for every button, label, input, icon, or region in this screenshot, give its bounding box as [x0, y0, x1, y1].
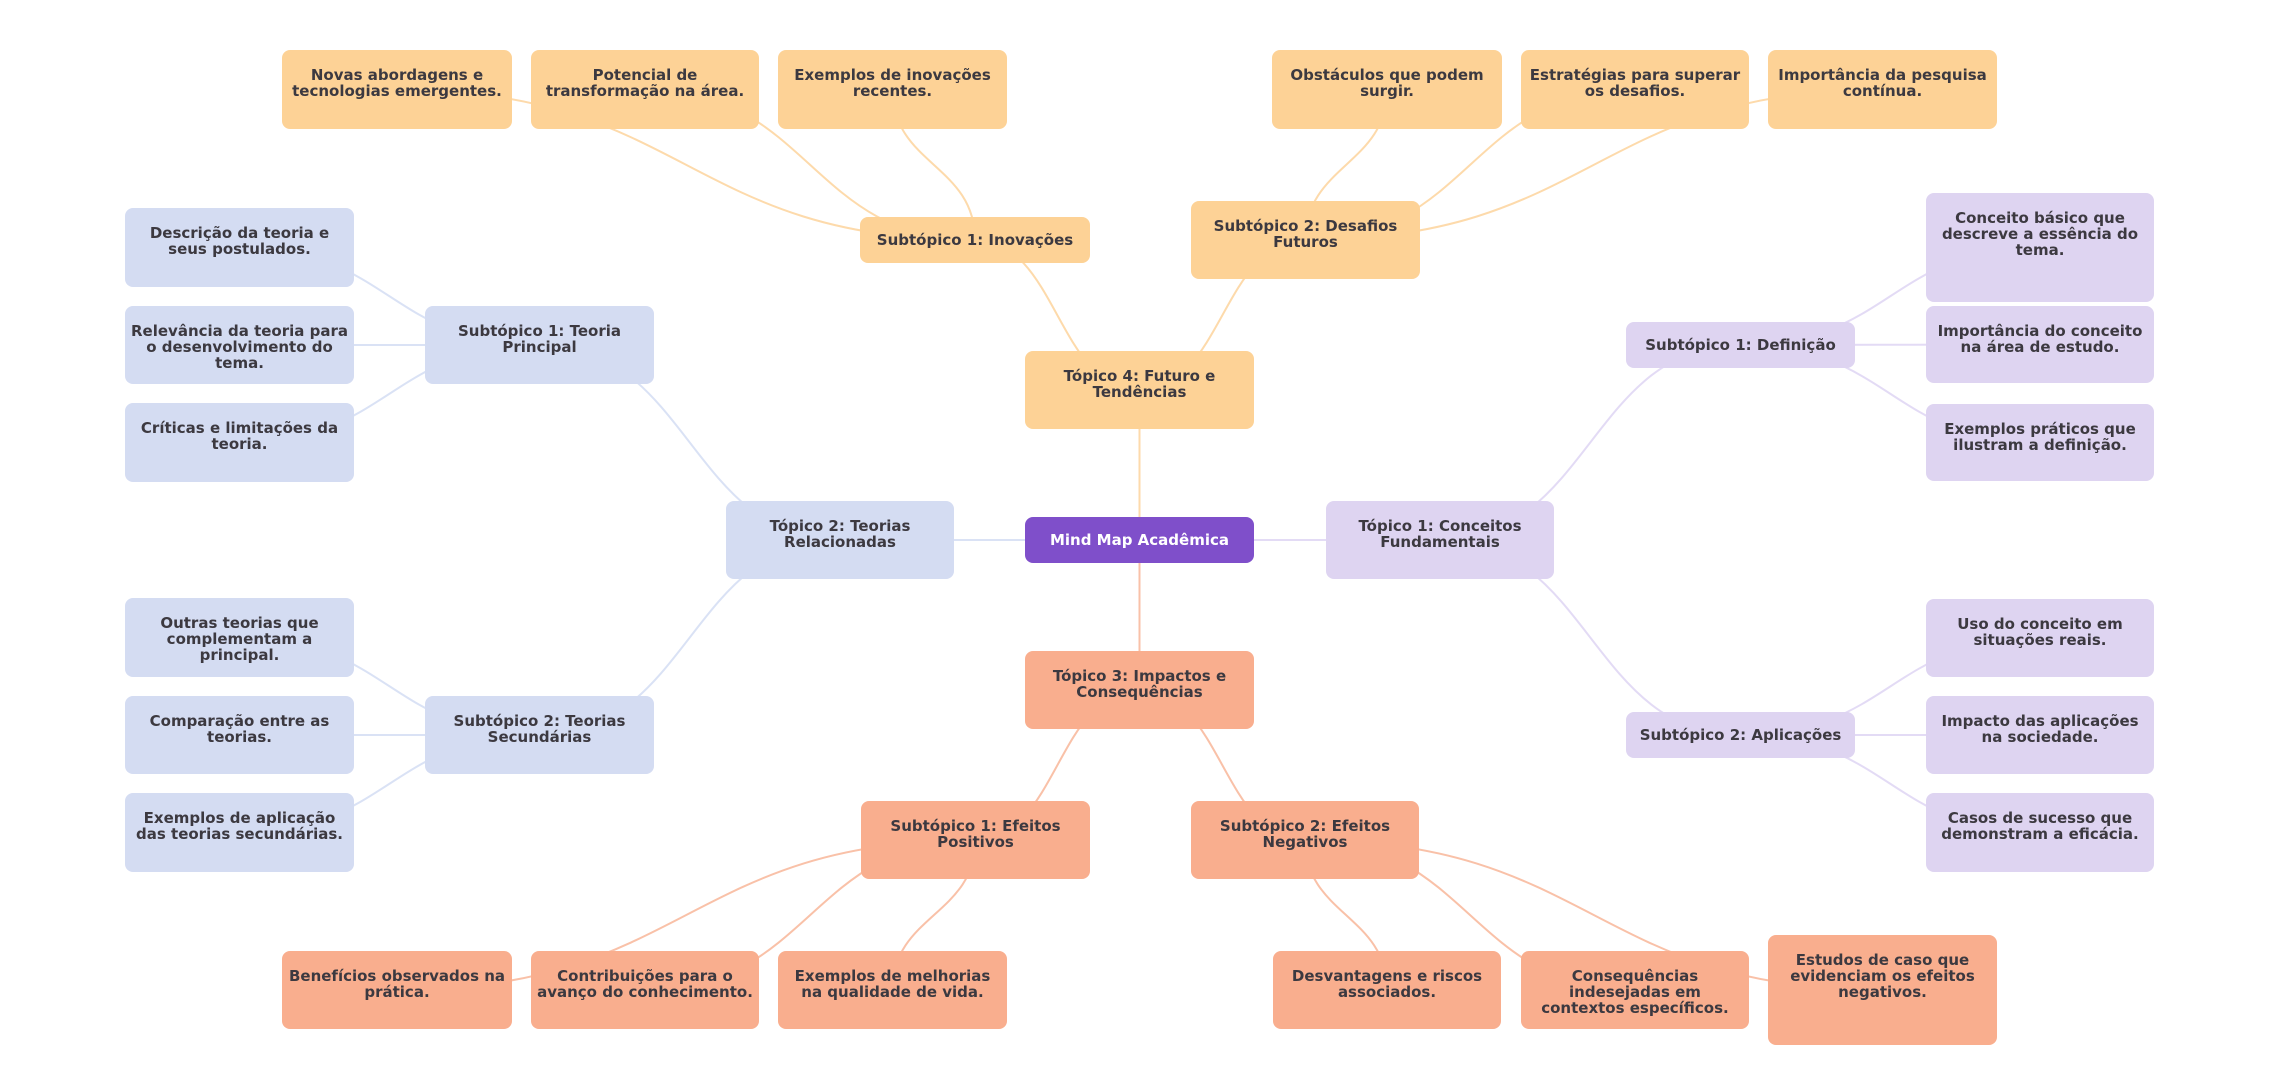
- node-label: Subtópico 2: Aplicações: [1639, 726, 1842, 744]
- node-label: Benefícios observados na prática.: [288, 967, 506, 1001]
- leaf-node[interactable]: Consequências indesejadas em contextos e…: [1521, 951, 1749, 1029]
- subtopic-desafios-futuros[interactable]: Subtópico 2: Desafios Futuros: [1191, 201, 1420, 279]
- node-label: Potencial de transformação na área.: [545, 66, 745, 100]
- leaf-node[interactable]: Uso do conceito em situações reais.: [1926, 599, 2154, 677]
- node-label: Comparação entre as teorias.: [149, 712, 330, 746]
- leaf-node[interactable]: Obstáculos que podem surgir.: [1272, 50, 1502, 129]
- node-label: Subtópico 1: Teoria Principal: [457, 322, 622, 356]
- node-label: Tópico 4: Futuro e Tendências: [1063, 367, 1216, 401]
- leaf-node[interactable]: Benefícios observados na prática.: [282, 951, 512, 1029]
- node-label: Desvantagens e riscos associados.: [1291, 967, 1483, 1001]
- subtopic-efeitos-positivos[interactable]: Subtópico 1: Efeitos Positivos: [861, 801, 1090, 879]
- node-label: Consequências indesejadas em contextos e…: [1541, 967, 1729, 1017]
- subtopic-inovacoes[interactable]: Subtópico 1: Inovações: [860, 217, 1090, 263]
- leaf-node[interactable]: Contribuições para o avanço do conhecime…: [531, 951, 759, 1029]
- node-label: Subtópico 2: Efeitos Negativos: [1219, 817, 1391, 851]
- leaf-node[interactable]: Casos de sucesso que demonstram a eficác…: [1926, 793, 2154, 872]
- node-label: Subtópico 1: Definição: [1645, 336, 1836, 354]
- node-label: Impacto das aplicações na sociedade.: [1941, 712, 2139, 746]
- node-label: Uso do conceito em situações reais.: [1957, 615, 2123, 649]
- leaf-node[interactable]: Comparação entre as teorias.: [125, 696, 354, 774]
- node-label: Estudos de caso que evidenciam os efeito…: [1790, 951, 1975, 1001]
- leaf-node[interactable]: Estudos de caso que evidenciam os efeito…: [1768, 935, 1997, 1045]
- leaf-node[interactable]: Descrição da teoria e seus postulados.: [125, 208, 354, 287]
- topic-futuro-tendencias[interactable]: Tópico 4: Futuro e Tendências: [1025, 351, 1254, 429]
- subtopic-aplicacoes[interactable]: Subtópico 2: Aplicações: [1626, 712, 1855, 758]
- node-label: Importância do conceito na área de estud…: [1937, 322, 2143, 356]
- node-label: Tópico 2: Teorias Relacionadas: [769, 517, 911, 551]
- node-label: Subtópico 1: Inovações: [876, 231, 1074, 249]
- leaf-node[interactable]: Exemplos práticos que ilustram a definiç…: [1926, 404, 2154, 481]
- leaf-node[interactable]: Exemplos de inovações recentes.: [778, 50, 1007, 129]
- root-node[interactable]: Mind Map Acadêmica: [1025, 517, 1254, 563]
- node-label: Exemplos de melhorias na qualidade de vi…: [794, 967, 991, 1001]
- leaf-node[interactable]: Críticas e limitações da teoria.: [125, 403, 354, 482]
- topic-conceitos-fundamentais[interactable]: Tópico 1: Conceitos Fundamentais: [1326, 501, 1554, 579]
- root-label: Mind Map Acadêmica: [1049, 531, 1230, 549]
- leaf-node[interactable]: Conceito básico que descreve a essência …: [1926, 193, 2154, 302]
- node-label: Subtópico 2: Teorias Secundárias: [453, 712, 626, 746]
- leaf-node[interactable]: Exemplos de aplicação das teorias secund…: [125, 793, 354, 872]
- node-label: Exemplos de inovações recentes.: [794, 66, 991, 100]
- node-label: Relevância da teoria para o desenvolvime…: [131, 322, 348, 372]
- node-label: Exemplos práticos que ilustram a definiç…: [1944, 420, 2136, 454]
- node-label: Conceito básico que descreve a essência …: [1941, 209, 2139, 259]
- leaf-node[interactable]: Potencial de transformação na área.: [531, 50, 759, 129]
- leaf-node[interactable]: Impacto das aplicações na sociedade.: [1926, 696, 2154, 774]
- leaf-node[interactable]: Novas abordagens e tecnologias emergente…: [282, 50, 512, 129]
- subtopic-efeitos-negativos[interactable]: Subtópico 2: Efeitos Negativos: [1191, 801, 1419, 879]
- leaf-node[interactable]: Estratégias para superar os desafios.: [1521, 50, 1749, 129]
- node-label: Casos de sucesso que demonstram a eficác…: [1941, 809, 2139, 843]
- leaf-node[interactable]: Relevância da teoria para o desenvolvime…: [125, 306, 354, 384]
- node-label: Tópico 1: Conceitos Fundamentais: [1358, 517, 1522, 551]
- node-label: Importância da pesquisa contínua.: [1778, 66, 1987, 100]
- node-label: Obstáculos que podem surgir.: [1290, 66, 1484, 100]
- node-label: Críticas e limitações da teoria.: [140, 419, 339, 453]
- leaf-node[interactable]: Desvantagens e riscos associados.: [1273, 951, 1501, 1029]
- topic-teorias-relacionadas[interactable]: Tópico 2: Teorias Relacionadas: [726, 501, 954, 579]
- node-label: Outras teorias que complementam a princi…: [160, 614, 319, 664]
- node-label: Subtópico 1: Efeitos Positivos: [890, 817, 1061, 851]
- node-label: Contribuições para o avanço do conhecime…: [537, 967, 753, 1001]
- node-label: Subtópico 2: Desafios Futuros: [1213, 217, 1398, 251]
- node-label: Novas abordagens e tecnologias emergente…: [292, 66, 502, 100]
- leaf-node[interactable]: Outras teorias que complementam a princi…: [125, 598, 354, 677]
- node-label: Estratégias para superar os desafios.: [1529, 66, 1741, 100]
- subtopic-definicao[interactable]: Subtópico 1: Definição: [1626, 322, 1855, 368]
- node-label: Descrição da teoria e seus postulados.: [149, 224, 330, 258]
- node-label: Tópico 3: Impactos e Consequências: [1052, 667, 1227, 701]
- subtopic-teoria-principal[interactable]: Subtópico 1: Teoria Principal: [425, 306, 654, 384]
- node-label: Exemplos de aplicação das teorias secund…: [136, 809, 343, 843]
- leaf-node[interactable]: Importância do conceito na área de estud…: [1926, 306, 2154, 383]
- subtopic-teorias-secundarias[interactable]: Subtópico 2: Teorias Secundárias: [425, 696, 654, 774]
- leaf-node[interactable]: Exemplos de melhorias na qualidade de vi…: [778, 951, 1007, 1029]
- leaf-node[interactable]: Importância da pesquisa contínua.: [1768, 50, 1997, 129]
- topic-impactos-consequencias[interactable]: Tópico 3: Impactos e Consequências: [1025, 651, 1254, 729]
